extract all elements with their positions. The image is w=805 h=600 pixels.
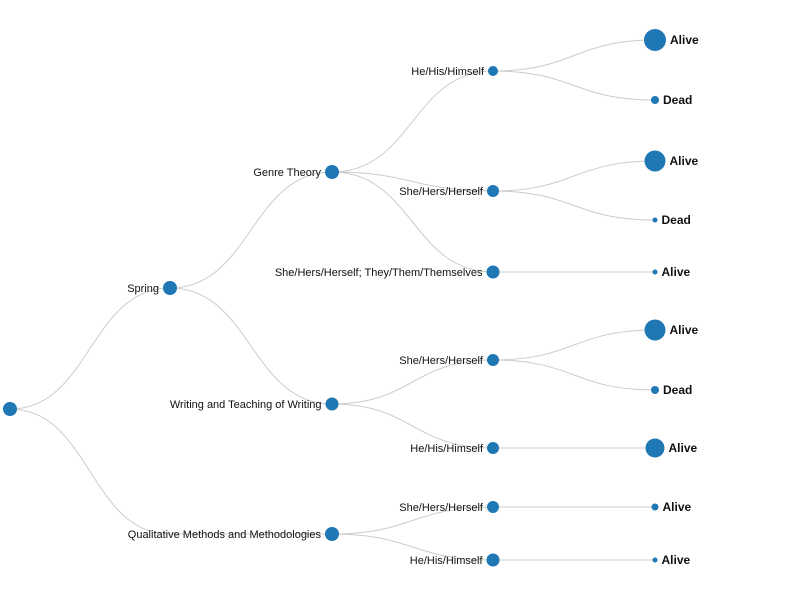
tree-node-w-he[interactable] — [487, 442, 499, 454]
tree-node-q-he[interactable] — [486, 553, 500, 567]
tree-label-qualitative: Qualitative Methods and Methodologies — [128, 529, 322, 541]
tree-link-gt-she--gt-she-dead — [492, 190, 656, 221]
tree-link-w-she--w-she-alive — [492, 329, 656, 361]
tree-node-w-she-dead[interactable] — [651, 386, 659, 394]
tree-link-qualitative--q-she — [331, 506, 494, 535]
tree-link-writing--w-he — [331, 403, 494, 449]
tree-link-gt-she--gt-she-alive — [492, 160, 656, 192]
tree-link-gt-he--gt-he-alive — [492, 39, 656, 72]
tree-label-q-he-alive: Alive — [662, 553, 691, 567]
tree-link-genre-theory--gt-she-they — [331, 171, 494, 273]
tree-node-qualitative[interactable] — [325, 527, 339, 541]
tree-link-root--blank-branch — [9, 408, 171, 535]
tree-node-gt-he[interactable] — [488, 66, 498, 76]
tree-node-root[interactable] — [3, 402, 17, 416]
tree-label-q-she-alive: Alive — [663, 500, 692, 514]
tree-label-writing: Writing and Teaching of Writing — [170, 399, 322, 411]
tree-node-w-she[interactable] — [487, 354, 499, 366]
tree-node-q-she[interactable] — [487, 501, 499, 513]
tree-label-gt-she-dead: Dead — [662, 213, 691, 227]
tree-node-gt-he-alive[interactable] — [644, 29, 666, 51]
tree-link-spring--writing — [169, 287, 333, 405]
tree-link-gt-he--gt-he-dead — [492, 70, 656, 101]
tree-label-gt-he-dead: Dead — [663, 93, 692, 107]
tree-node-q-he-alive[interactable] — [652, 557, 658, 563]
tree-label-w-she: She/Hers/Herself — [399, 355, 484, 367]
tree-node-w-she-alive[interactable] — [644, 319, 666, 341]
tree-label-gt-she-alive: Alive — [670, 154, 699, 168]
tree-link-writing--w-she — [331, 359, 494, 405]
tree-node-genre-theory[interactable] — [325, 165, 339, 179]
tree-node-gt-she-dead[interactable] — [652, 217, 658, 223]
tree-label-gt-he-alive: Alive — [670, 33, 699, 47]
tree-label-genre-theory: Genre Theory — [253, 167, 321, 179]
tree-link-w-she--w-she-dead — [492, 359, 656, 391]
tree-link-root--spring — [9, 287, 171, 410]
tree-node-spring[interactable] — [163, 281, 177, 295]
tree-link-spring--genre-theory — [169, 171, 333, 289]
tree-node-writing[interactable] — [325, 397, 339, 411]
tree-label-gt-she-they-alive: Alive — [662, 265, 691, 279]
tree-label-spring: Spring — [127, 283, 159, 295]
tree-label-q-he: He/His/Himself — [410, 555, 484, 567]
tree-node-w-he-alive[interactable] — [645, 438, 665, 458]
tree-node-gt-she-they-alive[interactable] — [652, 269, 658, 275]
tree-label-q-she: She/Hers/Herself — [399, 502, 484, 514]
tree-label-w-he: He/His/Himself — [410, 443, 484, 455]
tree-node-q-she-alive[interactable] — [651, 503, 659, 511]
tree-node-gt-she[interactable] — [487, 185, 499, 197]
tree-label-gt-she-they: She/Hers/Herself; They/Them/Themselves — [275, 267, 483, 279]
tree-link-qualitative--q-he — [331, 533, 494, 561]
tree-node-gt-she-alive[interactable] — [644, 150, 666, 172]
tree-label-w-she-alive: Alive — [670, 323, 699, 337]
tree-label-w-he-alive: Alive — [669, 441, 698, 455]
tree-label-gt-he: He/His/Himself — [411, 66, 485, 78]
tree-node-gt-he-dead[interactable] — [651, 96, 659, 104]
tree-node-gt-she-they[interactable] — [486, 265, 500, 279]
tree-label-gt-she: She/Hers/Herself — [399, 186, 484, 198]
tree-link-genre-theory--gt-she — [331, 171, 494, 192]
tree-label-w-she-dead: Dead — [663, 383, 692, 397]
tree-link-genre-theory--gt-he — [331, 70, 494, 173]
